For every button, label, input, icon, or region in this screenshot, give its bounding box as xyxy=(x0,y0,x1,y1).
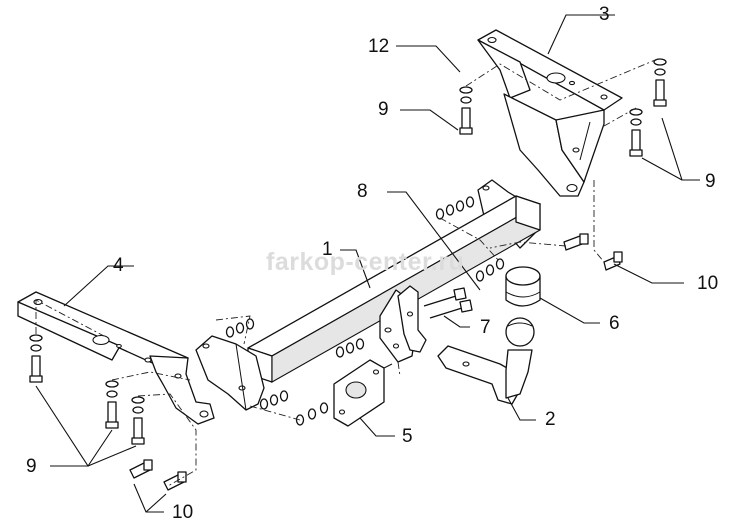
callout-6: 6 xyxy=(609,313,620,334)
bolts-and-nuts xyxy=(29,58,667,491)
callout-5: 5 xyxy=(402,426,413,447)
tow-ball-neck xyxy=(437,317,535,405)
callout-12: 12 xyxy=(368,36,390,57)
callout-3: 3 xyxy=(599,4,610,25)
callout-1: 1 xyxy=(322,239,333,260)
callout-10-left: 10 xyxy=(172,502,194,523)
callout-8: 8 xyxy=(357,181,368,202)
callout-2: 2 xyxy=(545,409,556,430)
left-bracket xyxy=(17,291,215,425)
socket-plate xyxy=(333,359,393,427)
assembly-lines xyxy=(35,57,661,487)
ball-cap xyxy=(505,266,541,307)
hitch-mount-plates xyxy=(379,285,427,363)
callout-10-right: 10 xyxy=(697,273,719,294)
right-bracket xyxy=(477,29,623,197)
callout-9-right: 9 xyxy=(705,171,716,192)
callout-4: 4 xyxy=(113,255,124,276)
callout-7: 7 xyxy=(480,317,491,338)
leader-lines xyxy=(35,14,700,513)
callout-9-upper-left: 9 xyxy=(378,99,389,120)
callout-9-left: 9 xyxy=(26,456,37,477)
watermark-text: farkop-center.ru xyxy=(266,248,465,276)
